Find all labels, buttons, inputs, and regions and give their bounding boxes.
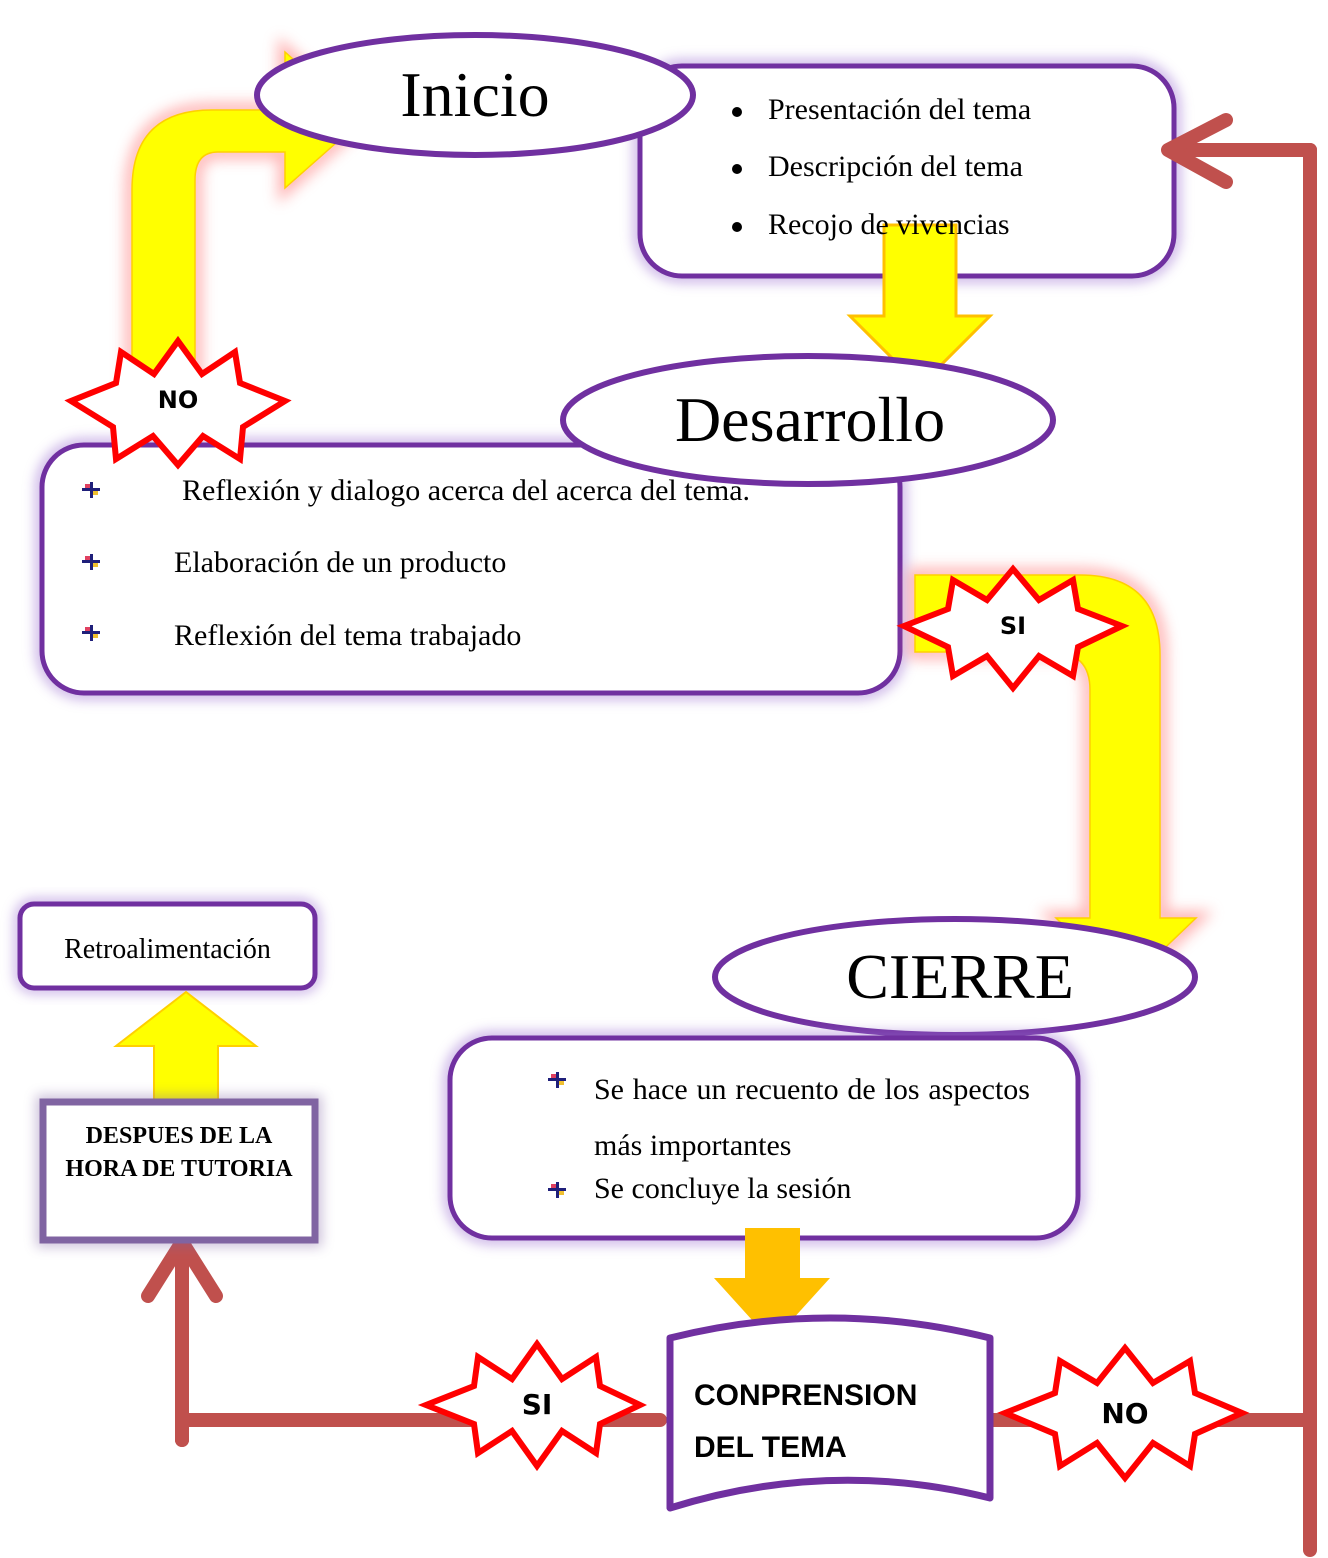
- desarrollo-list-box: [35, 438, 907, 700]
- arrow-cierre-to-comprension: [714, 1228, 830, 1342]
- desarrollo-bullet-icons: [82, 482, 100, 641]
- inicio-ellipse: [254, 32, 696, 158]
- arrow-despues-to-retro: [113, 990, 259, 1101]
- item-text: Presentación del tema: [768, 93, 1032, 126]
- desarrollo-list-item: Elaboración de un producto: [174, 546, 507, 579]
- inicio-label: Inicio: [400, 59, 550, 130]
- badge-no-top: NO: [157, 386, 199, 414]
- cierre-bullet-icons: [548, 1072, 566, 1198]
- bullet-dot-icon: [732, 107, 742, 118]
- cierre-list-item: Se hace un recuento de los aspectos más …: [594, 1073, 1030, 1162]
- despues-label: DESPUES DE LA HORA DE TUTORIA: [65, 1123, 293, 1182]
- retro-box: [14, 898, 321, 994]
- comprension-line-1: CONPRENSION: [694, 1379, 918, 1412]
- inicio-list-item: Recojo de vivencias: [732, 208, 1010, 242]
- star-no-top: [64, 335, 292, 470]
- item-text: Recojo de vivencias: [768, 208, 1010, 241]
- desarrollo-list-item: Reflexión y dialogo acerca del acerca de…: [182, 474, 751, 507]
- star-si-bottom: [417, 1338, 647, 1472]
- bullet-dot-icon: [732, 222, 742, 233]
- inicio-list-item: Descripción del tema: [732, 150, 1023, 184]
- badge-no-bottom: NO: [1101, 1397, 1149, 1430]
- inicio-list-item: Presentación del tema: [732, 93, 1031, 127]
- bullet-dot-icon: [732, 164, 742, 175]
- cierre-list-item: Se concluye la sesión: [594, 1172, 852, 1205]
- item-text: Descripción del tema: [768, 150, 1023, 183]
- cierre-label: CIERRE: [846, 941, 1074, 1012]
- desarrollo-ellipse: [560, 353, 1056, 487]
- desarrollo-label: Desarrollo: [674, 384, 946, 455]
- comprension-document: [666, 1314, 994, 1512]
- comprension-line-2: DEL TEMA: [694, 1431, 847, 1464]
- retro-label: Retroalimentación: [64, 934, 271, 965]
- badge-si-mid: SI: [999, 612, 1027, 640]
- desarrollo-list-item: Reflexión del tema trabajado: [174, 619, 522, 652]
- arrow-inicio-to-desarrollo: [846, 223, 994, 389]
- badge-si-bottom: SI: [521, 1388, 553, 1421]
- despues-box: [36, 1095, 322, 1247]
- star-si-mid: [896, 564, 1130, 693]
- star-no-bottom: [997, 1343, 1250, 1483]
- comprension-label: CONPRENSION DEL TEMA: [694, 1370, 964, 1474]
